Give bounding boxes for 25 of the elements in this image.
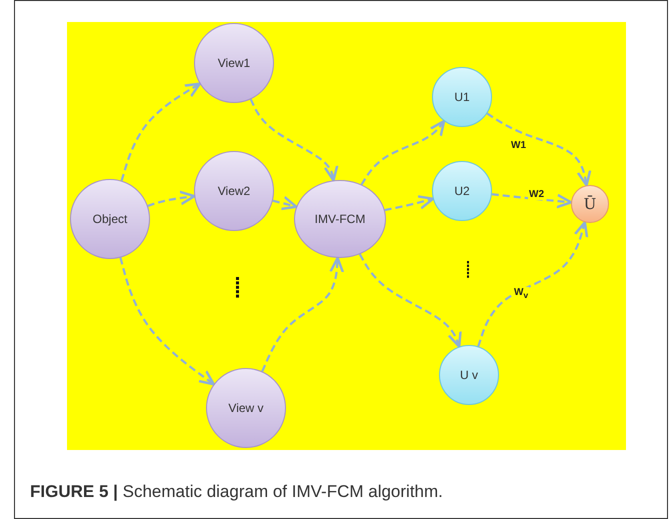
node-label: View v <box>228 401 264 415</box>
edge-label: W$_{v}$ <box>513 287 530 300</box>
arrow <box>272 196 298 210</box>
node-label: U v <box>460 368 478 382</box>
node-label: IMV-FCM <box>314 212 366 226</box>
arrow <box>360 120 446 186</box>
edge-label: W2 <box>528 189 545 200</box>
arrow <box>486 112 592 187</box>
node-label: Ū <box>584 195 596 213</box>
node-label: View1 <box>218 56 250 70</box>
arrow <box>120 82 202 182</box>
arrow <box>147 190 196 207</box>
node-label: Object <box>92 212 128 226</box>
arrow <box>358 254 462 348</box>
arrow <box>119 257 216 386</box>
arrow <box>261 256 344 372</box>
node-label: View2 <box>218 184 250 198</box>
edge-label: W1 <box>510 140 527 151</box>
node-label: U1 <box>454 90 470 104</box>
figure-caption: FIGURE 5 | Schematic diagram of IMV-FCM algorithm. <box>30 482 443 502</box>
arrow <box>384 195 434 212</box>
arrow <box>250 98 338 182</box>
arrow <box>477 221 588 347</box>
arrow <box>492 193 572 208</box>
node-label: U2 <box>454 184 470 198</box>
